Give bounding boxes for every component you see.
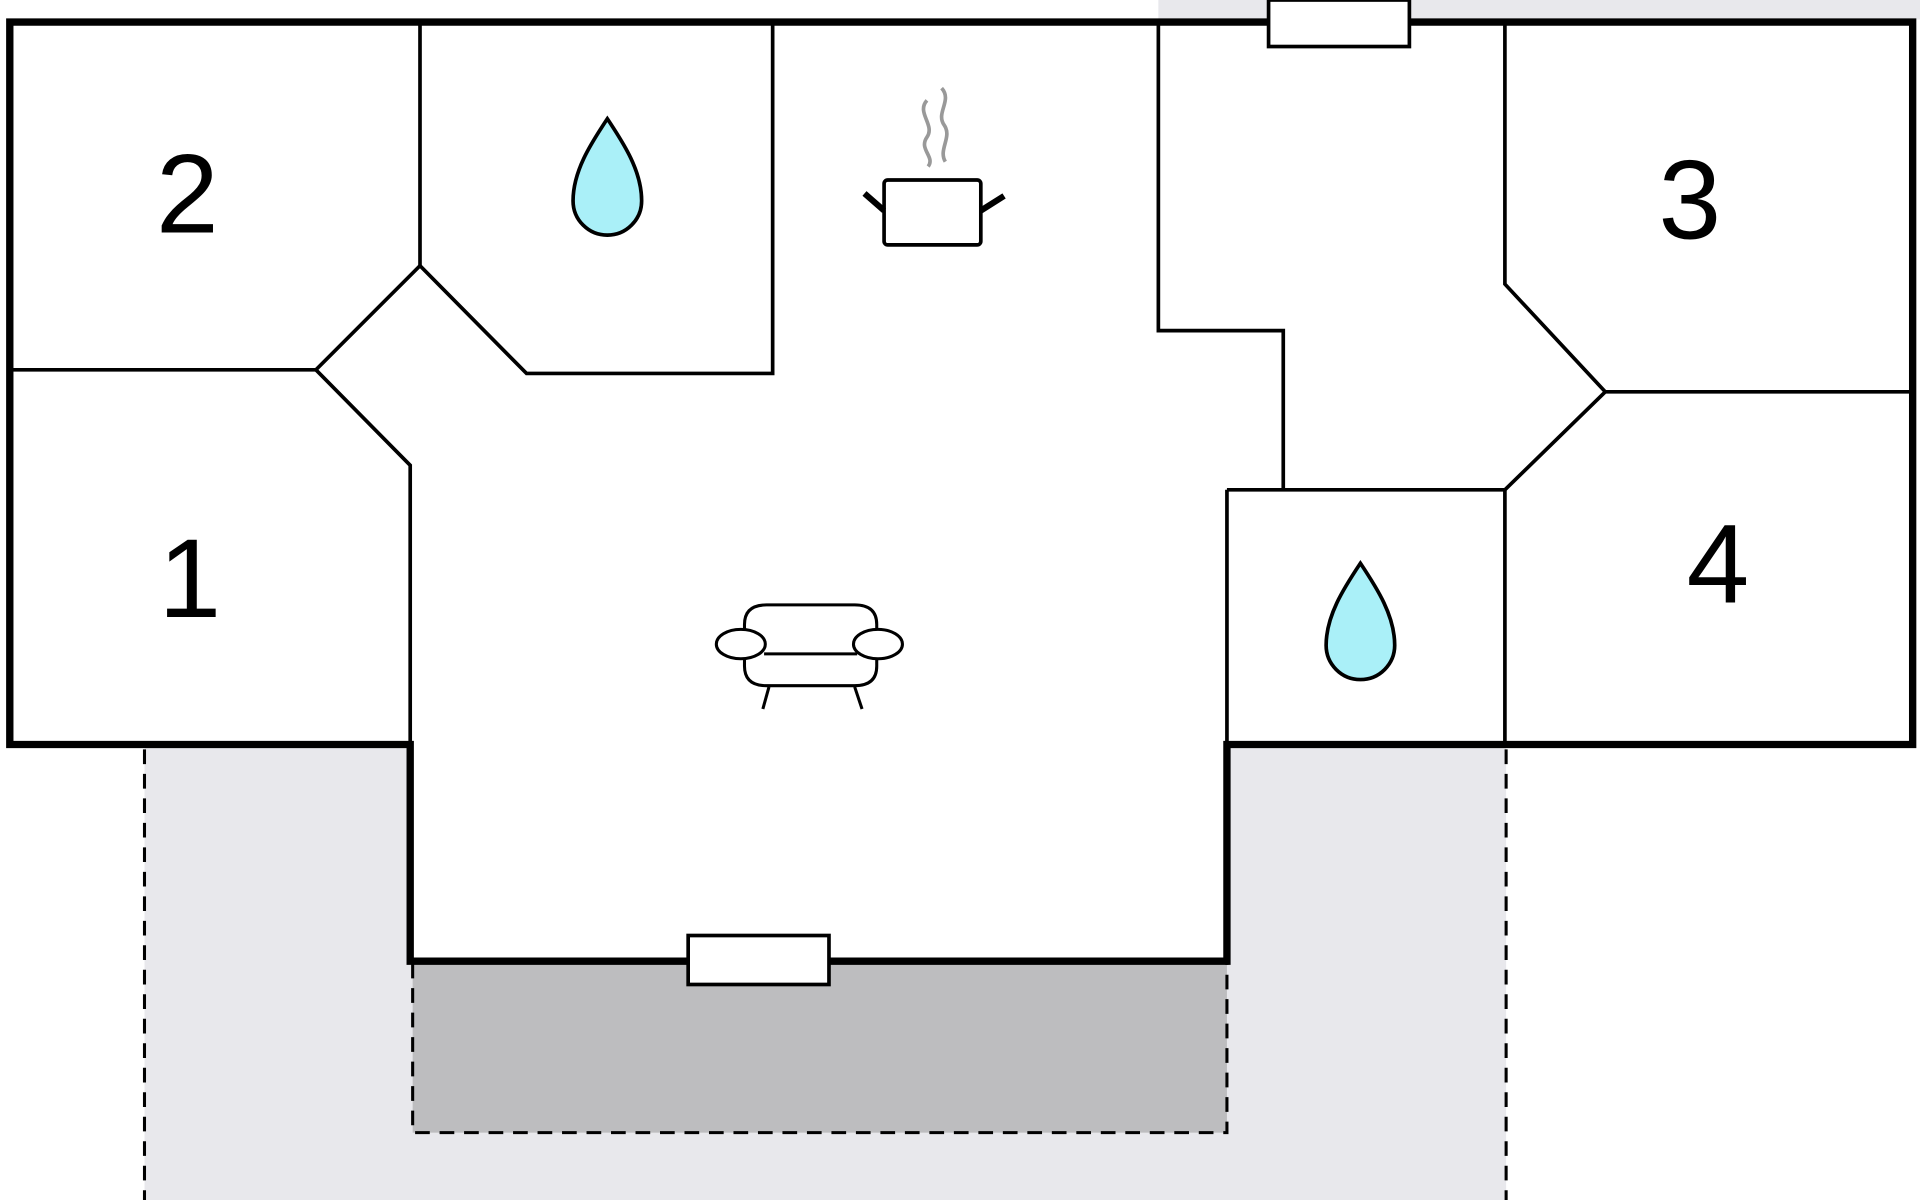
room-label-3: 3 [1658, 137, 1721, 263]
room-label-2: 2 [156, 130, 219, 256]
room-label-4: 4 [1687, 500, 1750, 626]
water-drop-icon [571, 115, 644, 237]
window-top [1266, 0, 1412, 49]
sofa-icon [714, 603, 904, 710]
cooking-pot-icon [862, 86, 1006, 247]
room-label-1: 1 [158, 515, 221, 641]
water-drop-icon [1324, 559, 1397, 682]
door-terrace [686, 933, 831, 987]
outer-wall [6, 18, 1917, 965]
interior-walls [9, 22, 1913, 745]
terrace [412, 963, 1227, 1133]
